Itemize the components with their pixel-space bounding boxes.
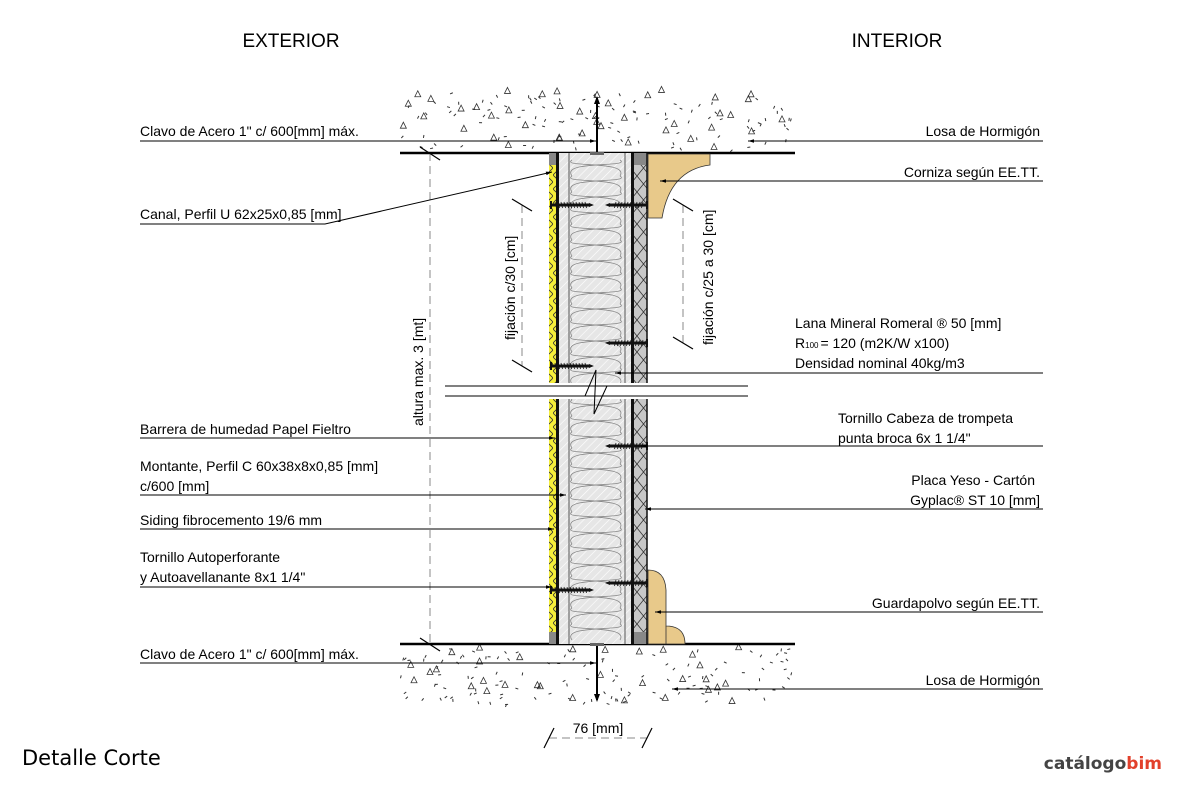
wall-assembly — [445, 153, 748, 645]
label-screw-2: y Autoavellanante 8x1 1/4" — [140, 569, 305, 585]
leader-lines — [140, 139, 1043, 691]
label-wool-1: Lana Mineral Romeral ® 50 [mm] — [795, 315, 1001, 331]
label-board-2: Gyplac® ST 10 [mm] — [910, 492, 1040, 508]
cornice — [647, 153, 711, 219]
screw-icon — [550, 362, 594, 370]
screw-icon — [605, 579, 648, 587]
label-wool-2: R100= 120 (m2K/W x100) — [795, 335, 949, 351]
label-barrier: Barrera de humedad Papel Fieltro — [140, 421, 351, 437]
screw-icon — [605, 339, 648, 347]
label-wool-3: Densidad nominal 40kg/m3 — [795, 355, 965, 371]
label-cornice: Corniza según EE.TT. — [904, 164, 1040, 180]
height-dimension-label: altura max. 3 [mt] — [410, 318, 426, 426]
label-slab-bottom: Losa de Hormigón — [926, 672, 1040, 688]
catalogobim-logo: catálogobim — [1044, 754, 1162, 774]
drawing-title: Detalle Corte — [22, 746, 161, 770]
nail-top — [590, 96, 604, 155]
label-tscrew-1: Tornillo Cabeza de trompeta — [838, 410, 1013, 426]
label-nail-bottom: Clavo de Acero 1" c/ 600[mm] máx. — [140, 646, 359, 662]
fix-int-dimension-label: fijación c/25 a 30 [cm] — [700, 210, 716, 345]
fix-ext-dimension-label: fijación c/30 [cm] — [502, 236, 518, 340]
label-stud-1: Montante, Perfil C 60x38x8x0,85 [mm] — [140, 458, 378, 474]
exterior-heading: EXTERIOR — [242, 31, 339, 52]
screw-icon — [550, 586, 594, 594]
label-stud-2: c/600 [mm] — [140, 478, 209, 494]
screw-icon — [550, 201, 594, 209]
label-baseboard: Guardapolvo según EE.TT. — [872, 595, 1040, 611]
screws — [550, 201, 648, 594]
label-siding: Siding fibrocemento 19/6 mm — [140, 512, 322, 528]
label-slab-top: Losa de Hormigón — [926, 123, 1040, 139]
label-screw-1: Tornillo Autoperforante — [140, 549, 280, 565]
interior-heading: INTERIOR — [852, 31, 943, 52]
width-dimension-label: 76 [mm] — [573, 720, 624, 736]
label-channel: Canal, Perfil U 62x25x0,85 [mm] — [140, 206, 342, 222]
label-tscrew-2: punta broca 6x 1 1/4" — [838, 430, 971, 446]
concrete-slabs — [399, 85, 793, 708]
label-nail-top: Clavo de Acero 1" c/ 600[mm] máx. — [140, 123, 359, 139]
screw-icon — [605, 201, 648, 209]
screw-icon — [605, 442, 648, 450]
label-board-1: Placa Yeso - Cartón — [911, 472, 1035, 488]
baseboard — [647, 569, 686, 645]
nail-bottom — [590, 643, 604, 702]
